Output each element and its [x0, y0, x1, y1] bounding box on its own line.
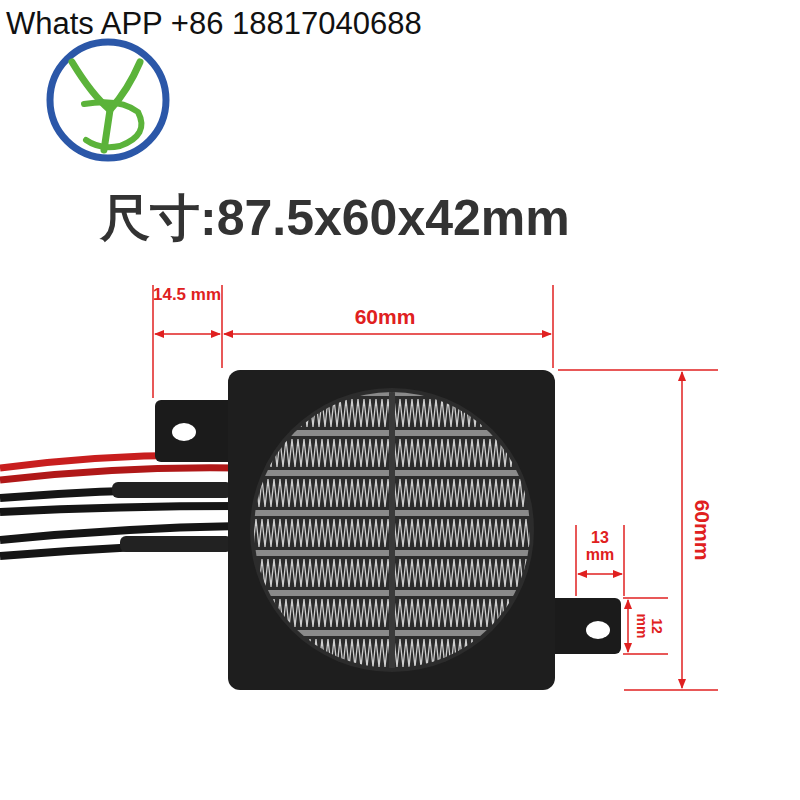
lead-wires: [0, 455, 240, 556]
dimension-label: 60mm: [330, 306, 440, 328]
dimension-label: 13 mm: [577, 530, 623, 564]
size-title: 尺寸:87.5x60x42mm: [100, 192, 570, 245]
dimension-label: 12 mm: [634, 611, 663, 641]
dimension-label: 14.5 mm: [150, 286, 224, 304]
heater-body: [155, 370, 621, 690]
watermark: Whats APP +86 18817040688: [6, 8, 422, 41]
dimension-lines: [153, 285, 718, 690]
brand-logo: [50, 42, 166, 158]
dimension-label: 60mm: [691, 500, 713, 561]
